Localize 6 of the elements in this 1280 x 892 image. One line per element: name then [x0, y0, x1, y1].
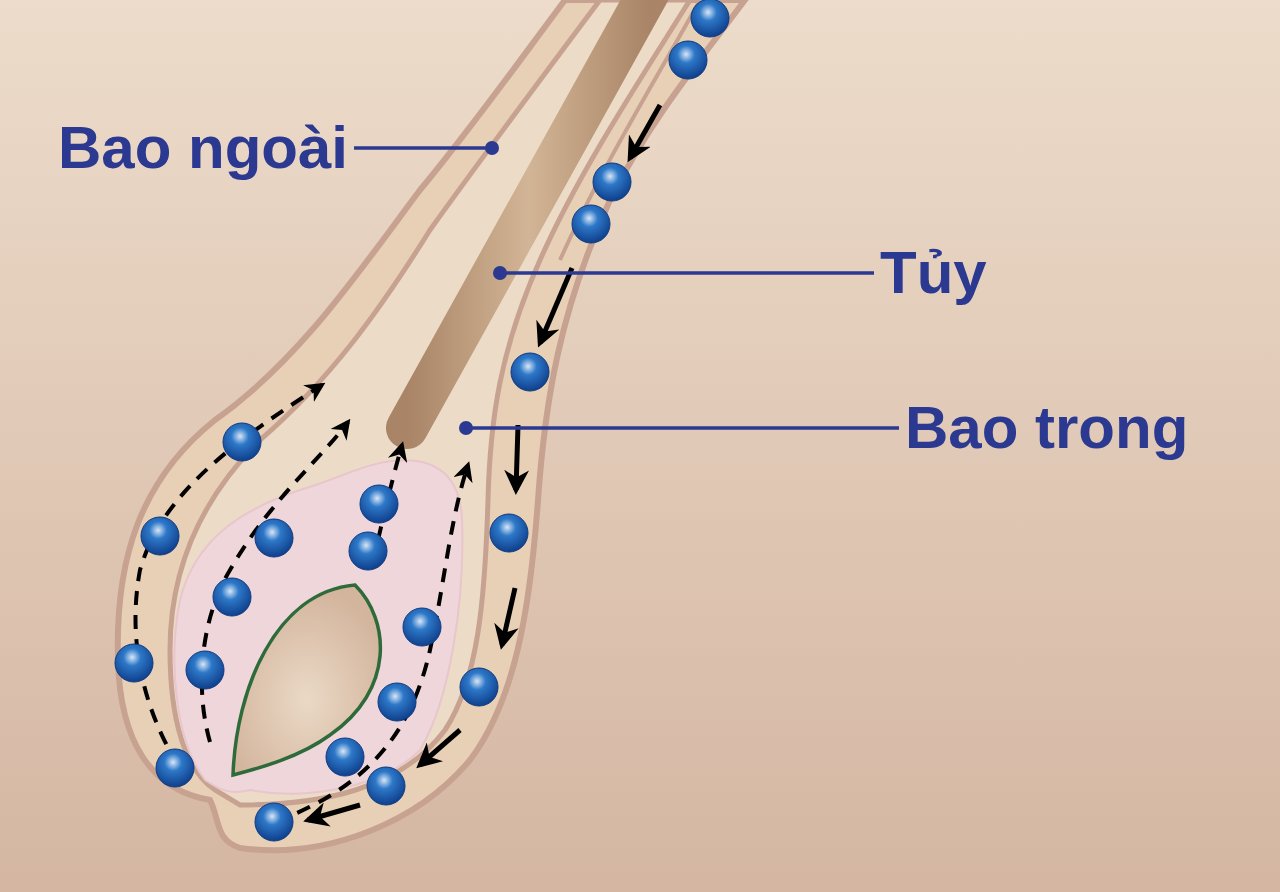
leader-line [493, 266, 874, 280]
part-label: Tủy [880, 243, 987, 303]
part-label: Bao ngoài [58, 118, 348, 178]
leader-line [354, 141, 499, 155]
leader-line [459, 421, 899, 435]
part-label: Bao trong [905, 398, 1189, 458]
